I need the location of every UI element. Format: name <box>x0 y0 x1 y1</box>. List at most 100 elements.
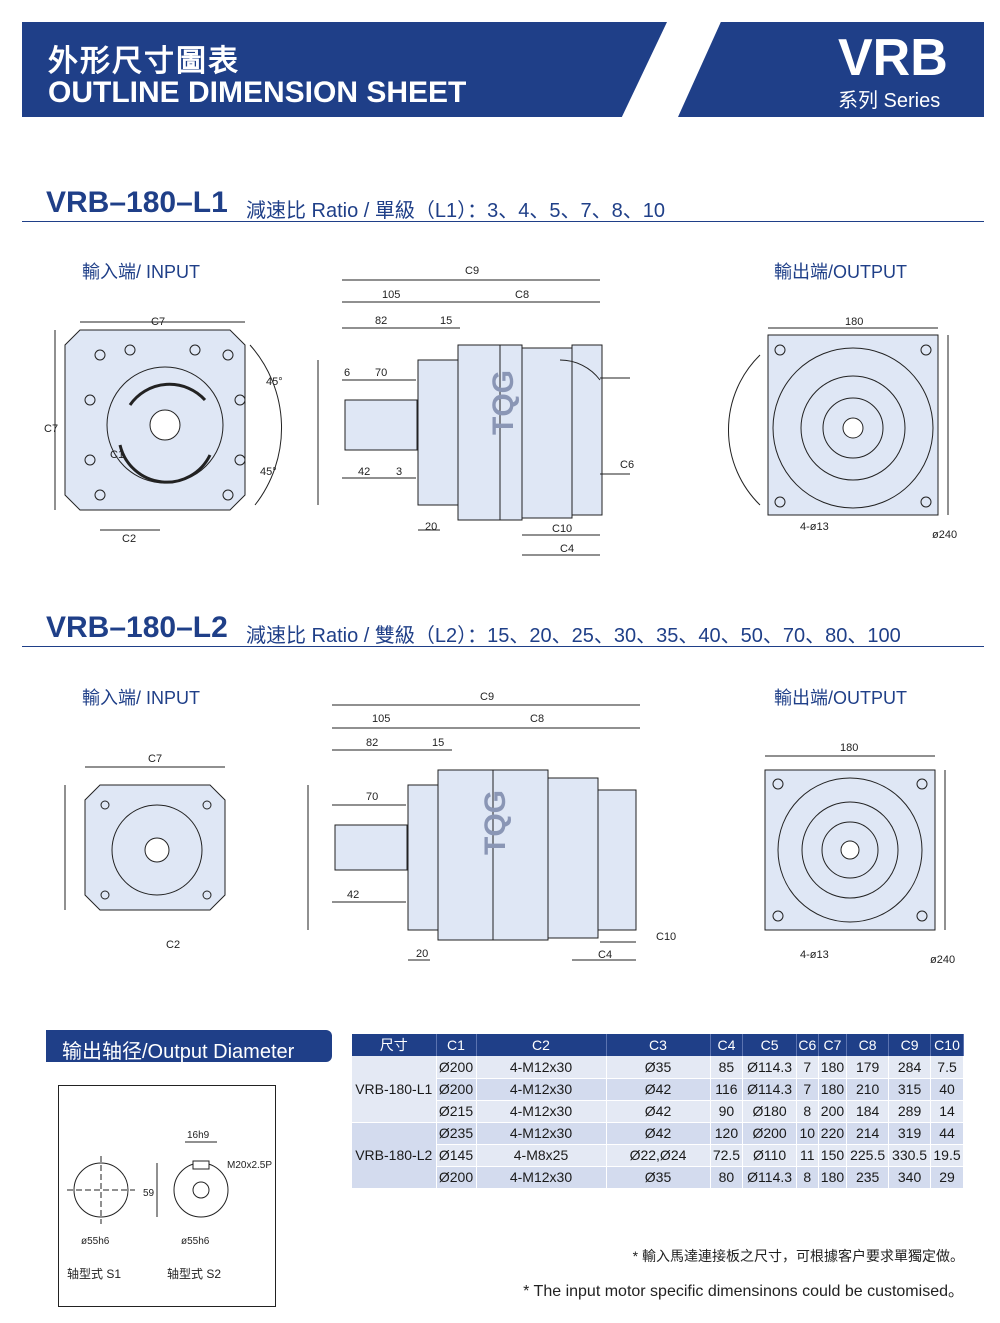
table-cell: 120 <box>710 1122 744 1145</box>
model-cell: VRB-180-L2 <box>352 1122 437 1189</box>
col-c7: C7 <box>818 1034 848 1056</box>
table-cell: Ø22,Ø24 <box>606 1144 711 1167</box>
table-cell: 10 <box>796 1122 819 1145</box>
section2-output-label: 輸出端/OUTPUT <box>774 688 907 708</box>
table-cell: 210 <box>846 1078 890 1101</box>
dim-c8: C8 <box>515 289 529 301</box>
dim-c7-l2: C7 <box>148 753 162 765</box>
table-cell: 284 <box>888 1056 932 1079</box>
table-cell: 4-M12x30 <box>476 1122 607 1145</box>
dim-82: 82 <box>375 315 387 327</box>
table-cell: Ø180 <box>742 1100 797 1123</box>
dim-c10-l2: C10 <box>656 931 676 943</box>
dim-c7-v: C7 <box>44 423 58 435</box>
brand-logo-l2: TQG <box>479 790 512 855</box>
section1-divider <box>22 221 984 222</box>
table-cell: 4-M12x30 <box>476 1056 607 1079</box>
table-cell: 116 <box>710 1078 744 1101</box>
table-cell: 150 <box>818 1144 848 1167</box>
header-banner <box>22 22 667 117</box>
table-cell: 8 <box>796 1166 819 1189</box>
col-c8: C8 <box>846 1034 890 1056</box>
table-cell: 4-M12x30 <box>476 1078 607 1101</box>
input-flange-drawing <box>54 321 283 531</box>
dim-c6: C6 <box>620 459 634 471</box>
series-banner <box>678 22 984 117</box>
brand-logo: TQG <box>487 370 520 435</box>
s1-dia: ø55h6 <box>81 1236 110 1247</box>
table-cell: Ø42 <box>606 1122 711 1145</box>
dim-c9-l2: C9 <box>480 691 494 703</box>
table-cell: 180 <box>818 1056 848 1079</box>
dim-c7: C7 <box>151 316 165 328</box>
dim-3: 3 <box>396 466 402 478</box>
spec-table: 尺寸 C1 C2 C3 C4 C5 C6 C7 C8 C9 C10 VRB-18… <box>352 1034 964 1189</box>
dim-15-l2: 15 <box>432 737 444 749</box>
dim-15: 15 <box>440 315 452 327</box>
dim-42-l2: 42 <box>347 889 359 901</box>
col-c3: C3 <box>606 1034 711 1056</box>
table-cell: Ø42 <box>606 1100 711 1123</box>
table-cell: Ø215 <box>436 1100 477 1123</box>
series-label: 系列 Series <box>838 90 941 112</box>
table-cell: 7.5 <box>930 1056 964 1079</box>
table-cell: 200 <box>818 1100 848 1123</box>
table-cell: 235 <box>846 1166 890 1189</box>
table-cell: 180 <box>818 1078 848 1101</box>
table-cell: 289 <box>888 1100 932 1123</box>
col-c10: C10 <box>930 1034 964 1056</box>
dim-70-l2: 70 <box>366 791 378 803</box>
spec-header-row: 尺寸 C1 C2 C3 C4 C5 C6 C7 C8 C9 C10 <box>352 1034 964 1056</box>
table-cell: 8 <box>796 1100 819 1123</box>
table-cell: Ø114.3 <box>742 1166 797 1189</box>
col-c5: C5 <box>742 1034 797 1056</box>
output-flange-drawing-l2 <box>764 755 946 931</box>
table-cell: Ø114.3 <box>742 1056 797 1079</box>
dim-105: 105 <box>382 289 400 301</box>
dim-out-13-l2: 4-ø13 <box>800 949 829 961</box>
dim-42: 42 <box>358 466 370 478</box>
dim-out-180-l2: 180 <box>840 742 858 754</box>
model-cell: VRB-180-L1 <box>352 1056 437 1123</box>
table-cell: 330.5 <box>888 1144 932 1167</box>
table-cell: Ø114.3 <box>742 1078 797 1101</box>
series-code: VRB <box>838 29 948 87</box>
table-cell: 225.5 <box>846 1144 890 1167</box>
table-cell: Ø35 <box>606 1166 711 1189</box>
section1-drawings: C7 C7 C1 C2 45° 45° C9 105 C8 82 15 6 70… <box>44 265 957 556</box>
output-flange-drawing <box>727 327 949 516</box>
s1-label: 轴型式 S1 <box>67 1266 121 1281</box>
col-c1: C1 <box>436 1034 477 1056</box>
col-c6: C6 <box>796 1034 819 1056</box>
table-cell: 7 <box>796 1056 819 1079</box>
dim-20-l2: 20 <box>416 948 428 960</box>
table-cell: 11 <box>796 1144 819 1167</box>
table-cell: 72.5 <box>710 1144 744 1167</box>
section1-ratio: 減速比 Ratio / 單級（L1）：3、4、5、7、8、10 <box>246 200 666 222</box>
table-cell: 214 <box>846 1122 890 1145</box>
table-cell: 340 <box>888 1166 932 1189</box>
dim-105-l2: 105 <box>372 713 390 725</box>
table-cell: Ø200 <box>742 1122 797 1145</box>
dim-out-240-l2: ø240 <box>930 954 955 966</box>
dim-c1: C1 <box>110 449 124 461</box>
section1-model: VRB–180–L1 <box>46 186 228 219</box>
s2-thread: M20x2.5P <box>227 1160 272 1171</box>
side-view-drawing-l2 <box>307 704 640 961</box>
table-cell: 29 <box>930 1166 964 1189</box>
table-cell: 179 <box>846 1056 890 1079</box>
table-cell: Ø200 <box>436 1078 477 1101</box>
section1-input-label: 輸入端/ INPUT <box>82 262 201 282</box>
section2-input-label: 輸入端/ INPUT <box>82 688 201 708</box>
dim-out-240: ø240 <box>932 529 957 541</box>
table-cell: Ø235 <box>436 1122 477 1145</box>
table-cell: Ø145 <box>436 1144 477 1167</box>
s2-height: 59 <box>143 1188 155 1199</box>
section2-divider <box>22 646 984 647</box>
side-view-drawing <box>317 279 630 556</box>
input-flange-drawing-l2 <box>64 766 226 911</box>
dim-out-13: 4-ø13 <box>800 521 829 533</box>
